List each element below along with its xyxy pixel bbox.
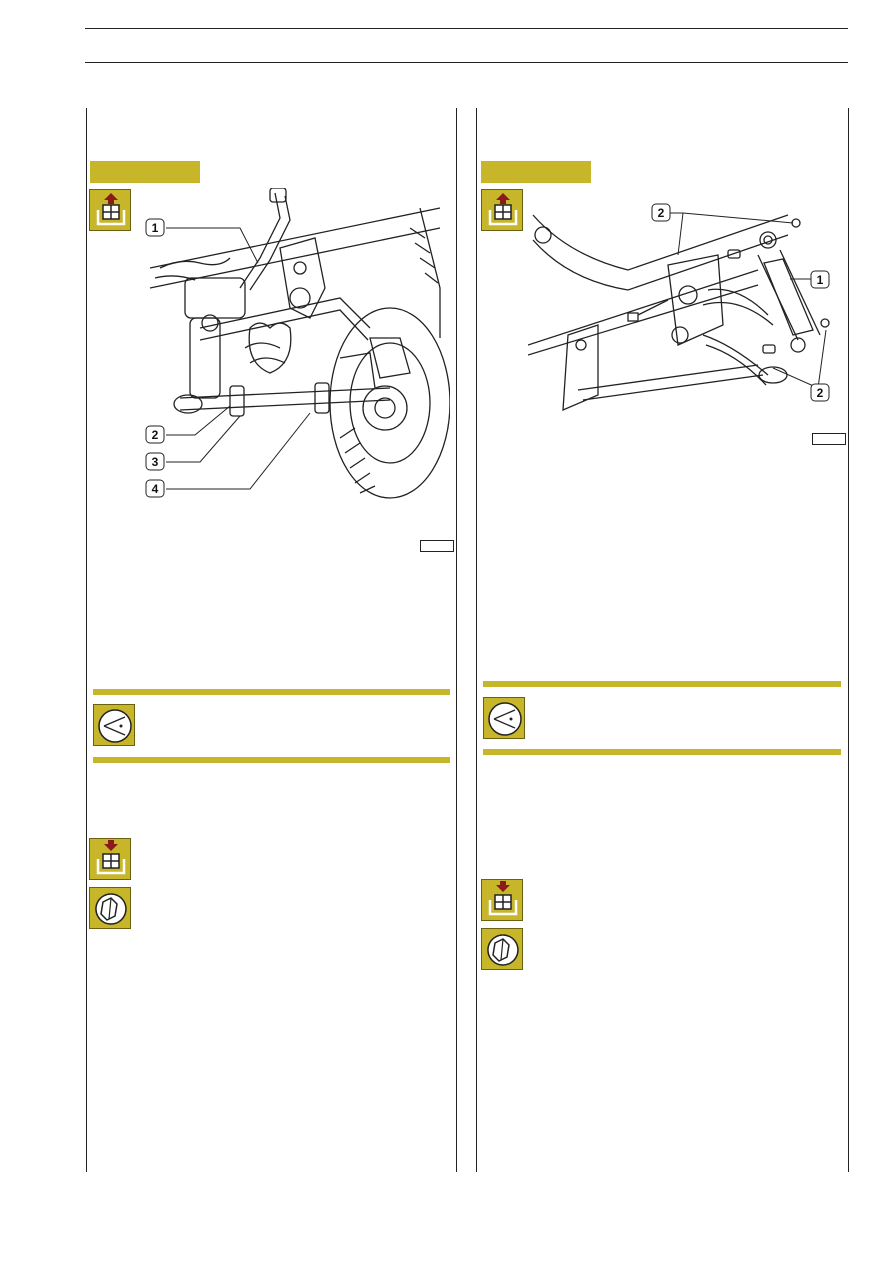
tightening-torque-icon <box>89 887 131 929</box>
left-column-border-right <box>456 108 457 1172</box>
callout-4: 4 <box>152 482 159 496</box>
callout-2: 2 <box>152 428 159 442</box>
remove-icon <box>89 189 131 231</box>
steering-linkage-drawing: 1 2 3 4 <box>145 188 450 499</box>
remove-icon-right <box>481 189 523 231</box>
section-heading-tab <box>90 161 200 183</box>
callout-3: 3 <box>152 455 159 469</box>
callout-1: 1 <box>152 221 159 235</box>
warning-bar-top <box>93 689 450 695</box>
warning-bar-bottom <box>93 757 450 763</box>
tightening-torque-icon-right <box>481 928 523 970</box>
refit-icon <box>89 838 131 880</box>
header-rule-bottom <box>85 62 848 63</box>
figure-number-box <box>420 540 454 552</box>
caution-eye-icon <box>93 704 135 746</box>
callout-2-top: 2 <box>658 206 665 220</box>
warning-bar-bottom-right <box>483 749 841 755</box>
refit-icon-right <box>481 879 523 921</box>
left-column-border-left <box>86 108 87 1172</box>
callout-1-right: 1 <box>817 273 824 287</box>
section-heading-tab-right <box>481 161 591 183</box>
shock-absorber-drawing: 2 1 2 <box>528 203 830 412</box>
header-rule-top <box>85 28 848 29</box>
figure-number-box-right <box>812 433 846 445</box>
warning-bar-top-right <box>483 681 841 687</box>
right-column-border-left <box>476 108 477 1172</box>
caution-eye-icon-right <box>483 697 525 739</box>
right-column-border-right <box>848 108 849 1172</box>
callout-2-bottom: 2 <box>817 386 824 400</box>
